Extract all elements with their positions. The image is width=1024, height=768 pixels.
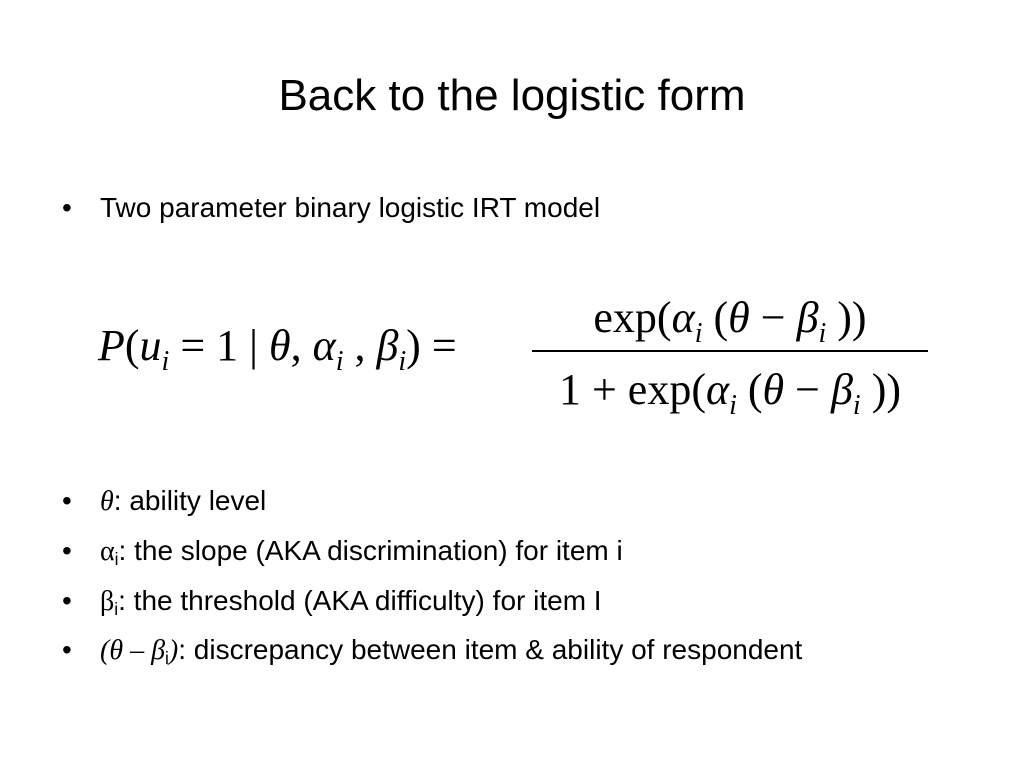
formula-comma1: , (290, 321, 313, 370)
logistic-formula: P(ui = 1 | θ, αi , βi) = exp(αi (θ − βi … (98, 288, 938, 438)
den-minus: − (784, 365, 831, 414)
formula-lhs-alpha-sub: i (335, 346, 344, 377)
intro-bullet: • Two parameter binary logistic IRT model (62, 192, 600, 224)
intro-text: Two parameter binary logistic IRT model (100, 192, 601, 223)
definition-symbol: (θ – β (100, 635, 166, 666)
den-theta: θ (762, 365, 785, 414)
formula-u: u (139, 321, 162, 370)
num-beta-sub: i (818, 318, 827, 349)
definition-sub: i (114, 599, 119, 620)
definition-discrepancy: • (θ – βi): discrepancy between item & ab… (62, 634, 802, 667)
formula-denominator: 1 + exp(αi (θ − βi )) (532, 362, 928, 421)
num-exp: exp( (593, 293, 672, 342)
definition-symbol: β (100, 586, 115, 617)
definition-sub: i (114, 549, 119, 570)
num-theta: θ (728, 293, 750, 342)
num-beta: β (796, 293, 819, 342)
bullet-dot: • (62, 634, 72, 665)
definition-symbol: θ (100, 486, 114, 517)
definition-text: : ability level (113, 485, 267, 516)
formula-cond: = 1 | (169, 321, 269, 370)
formula-comma2: , (343, 321, 377, 370)
formula-lhs-close: ) = (406, 321, 457, 370)
den-beta: β (830, 365, 853, 414)
formula-lhs-beta-sub: i (398, 346, 407, 377)
num-open: ( (702, 293, 729, 342)
bullet-dot: • (62, 585, 72, 616)
num-alpha: α (671, 293, 695, 342)
formula-numerator: exp(αi (θ − βi )) (532, 290, 928, 349)
den-prefix: 1 + exp( (558, 365, 706, 414)
formula-P: P (98, 321, 125, 370)
formula-lhs: P(ui = 1 | θ, αi , βi) = (98, 318, 457, 377)
den-alpha-sub: i (729, 390, 737, 421)
definition-text: : the threshold (AKA difficulty) for ite… (118, 585, 602, 616)
fraction-bar (532, 350, 928, 352)
definition-sub: i (165, 648, 169, 669)
formula-fraction: exp(αi (θ − βi )) 1 + exp(αi (θ − βi )) (532, 288, 928, 438)
definition-text: : discrepancy between item & ability of … (178, 634, 803, 665)
formula-lhs-beta: β (376, 321, 399, 370)
num-close: )) (826, 293, 867, 342)
definition-text: : the slope (AKA discrimination) for ite… (118, 535, 623, 566)
definition-symbol: α (100, 536, 115, 567)
num-minus: − (749, 293, 797, 342)
bullet-dot: • (62, 192, 72, 223)
den-close: )) (860, 365, 901, 414)
den-open: ( (736, 365, 763, 414)
definition-alpha: • αi: the slope (AKA discrimination) for … (62, 535, 623, 568)
den-alpha: α (705, 365, 730, 414)
den-beta-sub: i (852, 390, 861, 421)
formula-u-sub: i (161, 346, 170, 377)
definition-beta: • βi: the threshold (AKA difficulty) for … (62, 585, 602, 618)
definition-theta: • θ: ability level (62, 485, 266, 518)
bullet-dot: • (62, 535, 72, 566)
formula-lhs-theta: θ (268, 321, 291, 370)
definition-close: ) (168, 635, 179, 666)
formula-lhs-open: ( (124, 321, 140, 370)
num-alpha-sub: i (694, 318, 703, 349)
bullet-dot: • (62, 485, 72, 516)
formula-lhs-alpha: α (312, 321, 336, 370)
slide-title: Back to the logistic form (278, 71, 746, 120)
